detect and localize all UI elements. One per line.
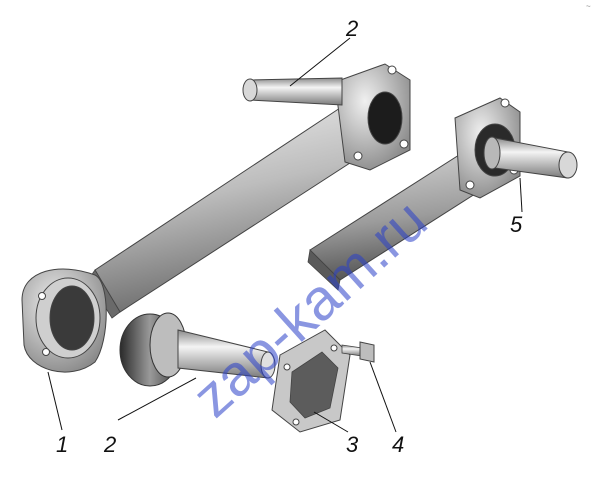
lower-bushing-pin <box>119 312 276 387</box>
main-trailing-arm <box>21 63 411 373</box>
callout-2-lower: 2 <box>103 432 116 457</box>
bolt <box>341 341 375 363</box>
cover-plate <box>271 329 351 433</box>
leader-lines <box>47 37 523 433</box>
eye-end-housing <box>21 268 107 373</box>
upper-pivot-pin <box>242 77 343 106</box>
rear-trailing-arm <box>307 97 578 291</box>
upper-flange-housing <box>334 63 411 171</box>
callout-2-upper: 2 <box>345 16 358 41</box>
callout-4: 4 <box>392 432 404 457</box>
callout-1: 1 <box>56 432 68 457</box>
rear-axle-stub <box>483 136 578 179</box>
callout-3: 3 <box>346 432 359 457</box>
corner-mark: ~ <box>586 2 591 11</box>
callout-5: 5 <box>510 212 523 237</box>
